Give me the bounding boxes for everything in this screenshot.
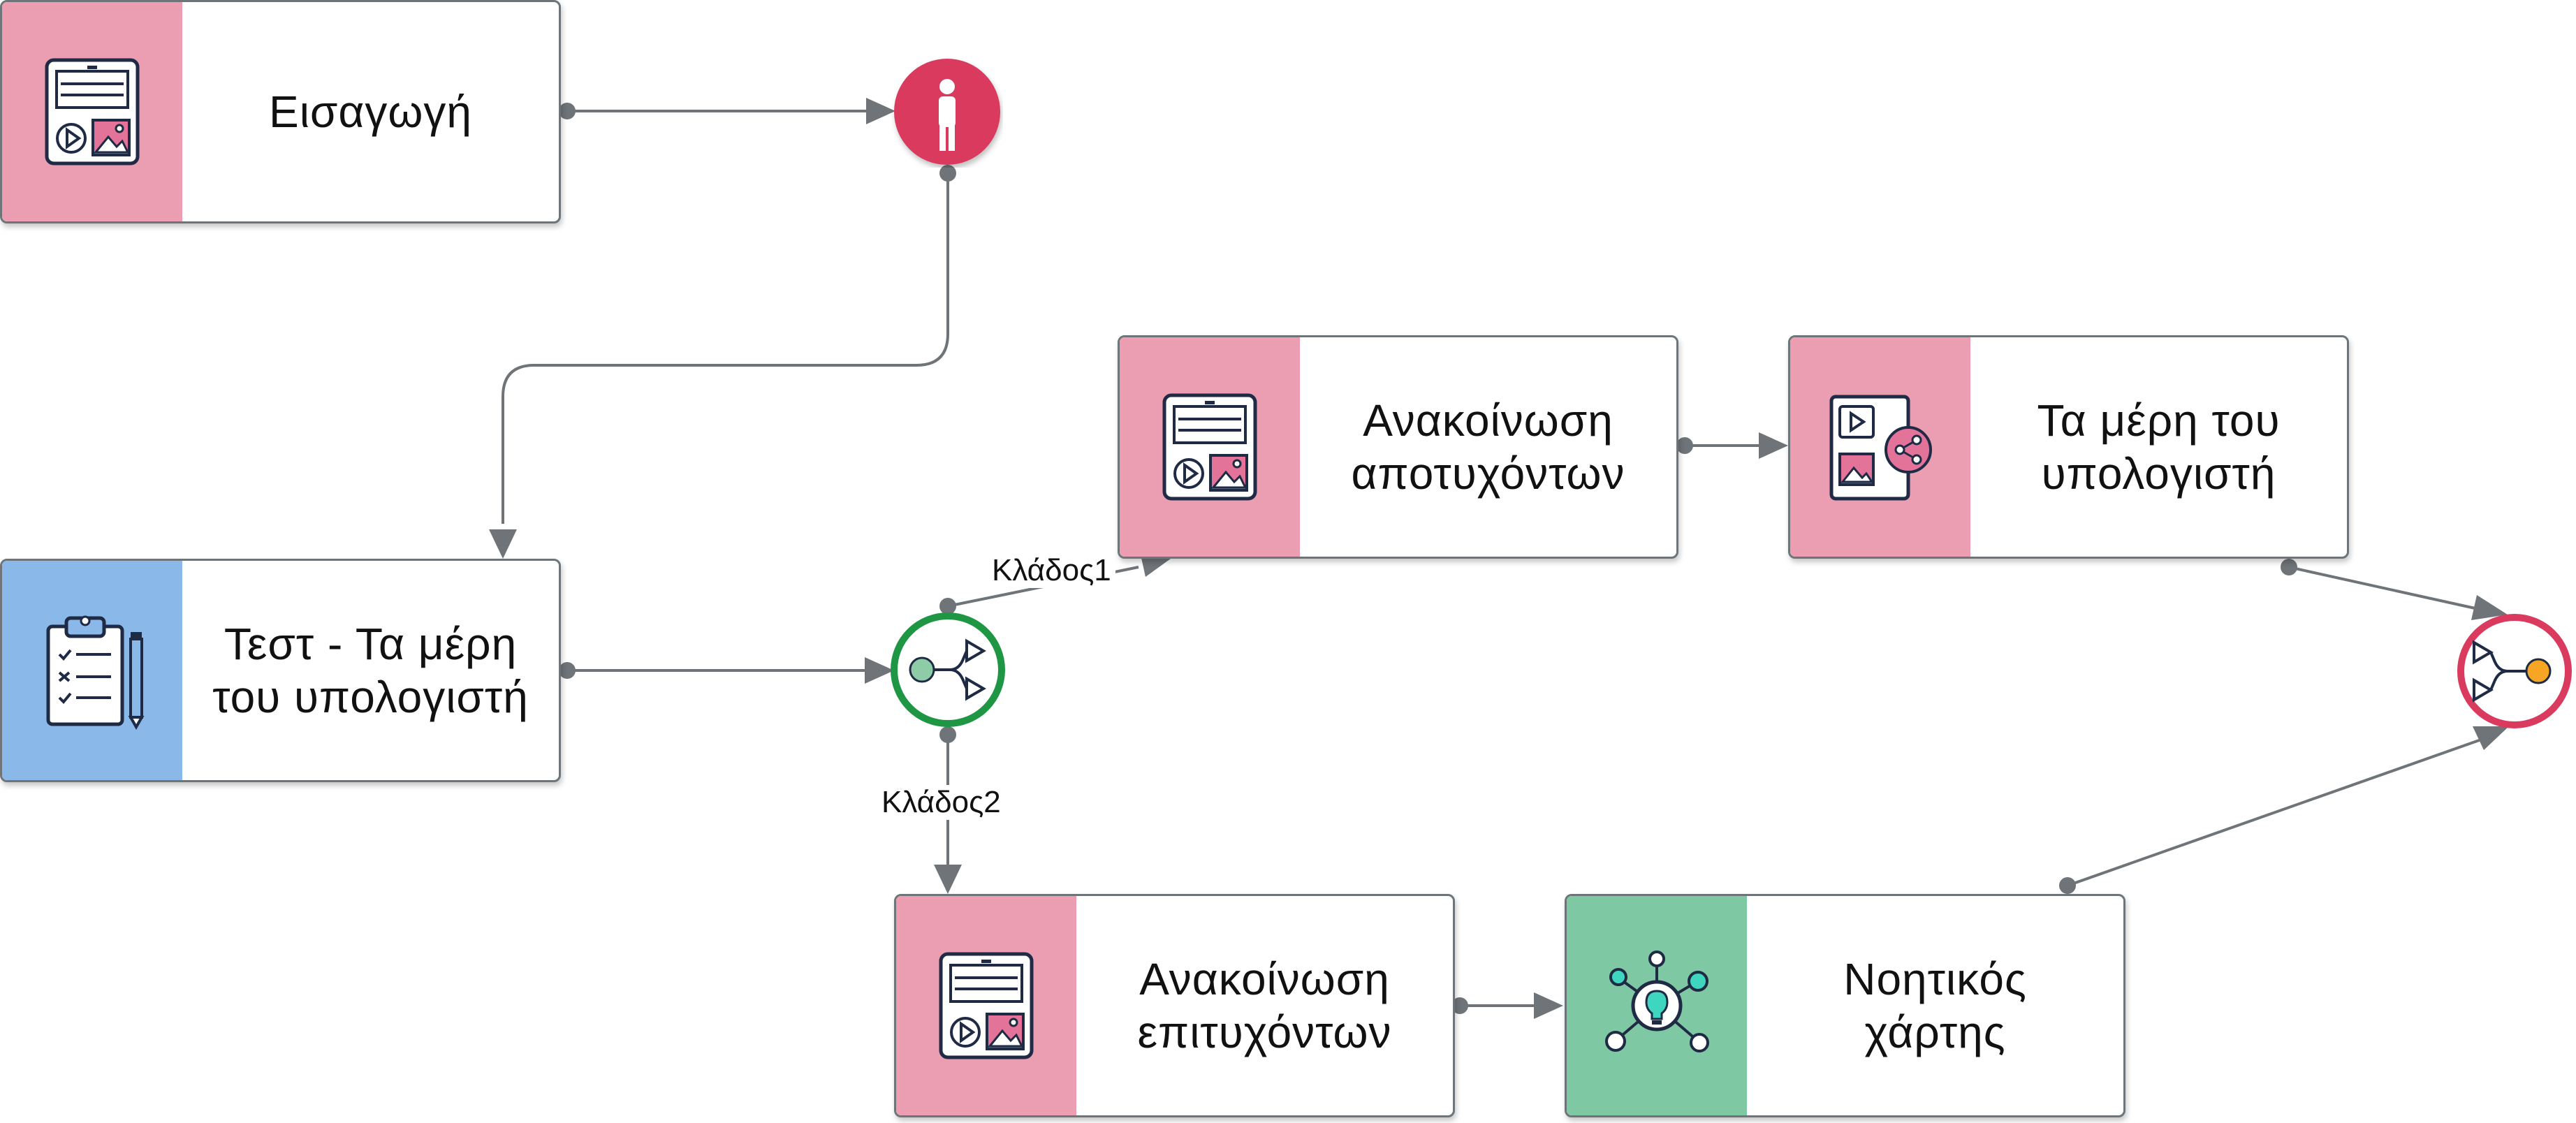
port-dot (939, 726, 956, 743)
gate-split[interactable] (888, 610, 1007, 729)
arrowhead-split (865, 657, 894, 684)
node-parts-icon-band (1790, 337, 1970, 557)
node-intro-label: Εισαγωγή (182, 2, 559, 221)
node-success-notice-title-line1: Ανακοίνωση (1139, 954, 1390, 1004)
edge-parts-to-merge (2288, 566, 2479, 610)
node-mindmap-title-line1: Νοητικός (1843, 954, 2027, 1004)
node-parts-label: Τα μέρη του υπολογιστή (1970, 337, 2347, 557)
edge-label-branch2: Κλάδος2 (877, 785, 1005, 820)
node-mindmap-title-line2: χάρτης (1864, 1007, 2006, 1057)
node-mindmap[interactable]: Νοητικός χάρτης (1565, 894, 2125, 1117)
port-dot (1451, 997, 1468, 1014)
port-dot (939, 598, 956, 615)
branch-merge-icon (2457, 614, 2572, 728)
node-test-title-line1: Τεστ - Τα μέρη (224, 619, 518, 669)
arrowhead-mindmap (1534, 992, 1563, 1019)
media-share-icon (1829, 395, 1932, 501)
arrowhead-test (489, 529, 517, 559)
edge-mindmap-to-merge (2067, 737, 2484, 887)
media-page-icon (45, 58, 140, 166)
edge-label-branch1: Κλάδος1 (988, 553, 1115, 588)
arrowhead-success (934, 865, 962, 894)
port-dot (1676, 437, 1693, 454)
gate-person[interactable] (891, 56, 1003, 168)
node-test-label: Τεστ - Τα μέρη του υπολογιστή (182, 561, 559, 780)
arrowhead-merge-top (2471, 595, 2508, 620)
node-fail-notice-label: Ανακοίνωση αποτυχόντων (1300, 337, 1676, 557)
arrowhead-person (866, 98, 895, 124)
media-page-icon (1162, 393, 1257, 501)
node-parts-title-line1: Τα μέρη του (2037, 395, 2281, 446)
node-success-notice-label: Ανακοίνωση επιτυχόντων (1076, 896, 1453, 1115)
node-mindmap-label: Νοητικός χάρτης (1747, 896, 2123, 1115)
port-dot (559, 662, 576, 679)
port-dot (559, 103, 576, 119)
person-icon (894, 59, 1000, 165)
node-success-notice-title-line2: επιτυχόντων (1137, 1007, 1392, 1057)
node-mindmap-icon-band (1567, 896, 1747, 1115)
gate-merge[interactable] (2453, 612, 2576, 731)
branch-split-icon (891, 612, 1005, 727)
node-success-notice-icon-band (896, 896, 1076, 1115)
port-dot (2059, 877, 2076, 894)
lightbulb-network-icon (1605, 950, 1709, 1052)
node-test-title-line2: του υπολογιστή (212, 672, 529, 722)
node-fail-notice-icon-band (1120, 337, 1300, 557)
clipboard-checklist-icon (46, 615, 145, 730)
node-parts[interactable]: Τα μέρη του υπολογιστή (1788, 335, 2349, 559)
node-intro-icon-band (2, 2, 182, 221)
node-parts-title-line2: υπολογιστή (2041, 448, 2276, 499)
node-test-icon-band (2, 561, 182, 780)
node-fail-notice-title-line1: Ανακοίνωση (1363, 395, 1613, 446)
node-intro[interactable]: Εισαγωγή (0, 0, 561, 223)
edge-person-to-test (502, 173, 949, 524)
node-intro-title: Εισαγωγή (269, 87, 472, 137)
node-test[interactable]: Τεστ - Τα μέρη του υπολογιστή (0, 559, 561, 782)
node-fail-notice[interactable]: Ανακοίνωση αποτυχόντων (1118, 335, 1678, 559)
node-fail-notice-title-line2: αποτυχόντων (1351, 448, 1625, 499)
port-dot (939, 165, 956, 182)
arrowhead-merge-bottom (2473, 726, 2509, 750)
arrowhead-parts (1759, 432, 1788, 459)
media-page-icon (939, 952, 1034, 1059)
port-dot (2281, 559, 2297, 575)
node-success-notice[interactable]: Ανακοίνωση επιτυχόντων (894, 894, 1455, 1117)
